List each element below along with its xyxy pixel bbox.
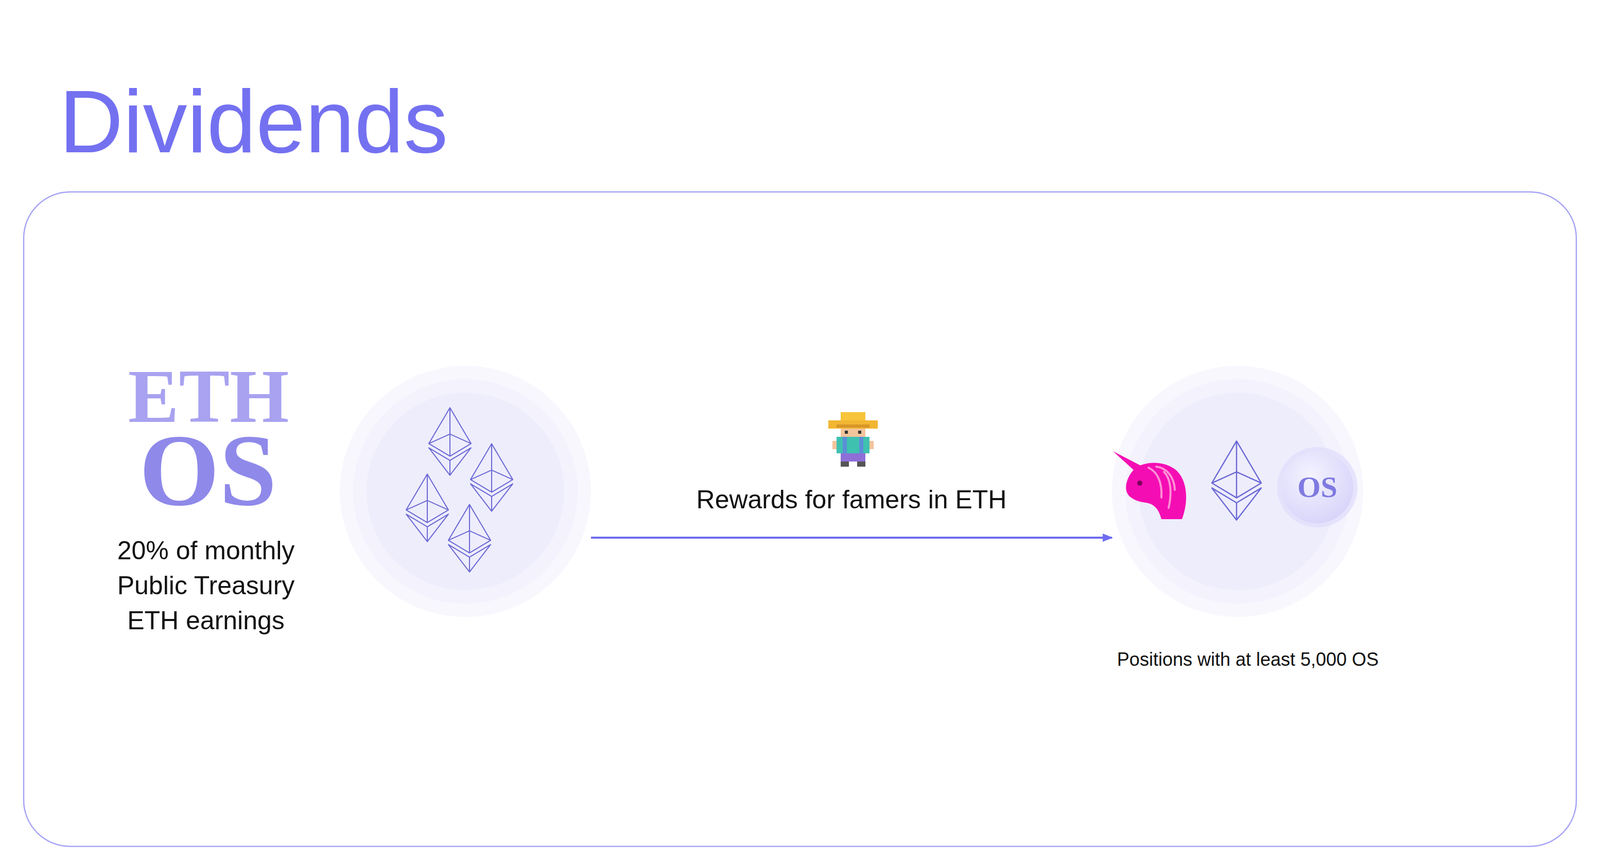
halo-middle <box>1125 379 1350 604</box>
text-holder: Positions with at least 5,000 OS <box>1117 648 1379 672</box>
logo-os: OS <box>139 419 277 523</box>
text-holder: 20% of monthly Public Treasury ETH earni… <box>97 533 315 639</box>
boot <box>857 461 866 467</box>
left-halo <box>339 366 591 618</box>
panel-outline <box>23 192 1577 847</box>
shirt <box>836 437 870 454</box>
treasury-circle: 20% of monthly Public Treasury ETH earni… <box>339 366 591 618</box>
eth-coins <box>406 407 513 572</box>
edge-label-holder: Rewards for famers in ETH <box>693 484 1011 516</box>
eye <box>858 430 862 434</box>
eth-icon <box>470 443 513 512</box>
eth-icon <box>428 407 472 476</box>
halo-inner <box>366 392 565 591</box>
boot <box>840 461 849 467</box>
farmer-icon <box>828 412 878 467</box>
strap <box>842 437 847 454</box>
eye <box>844 430 848 434</box>
hat-band <box>836 424 870 428</box>
eth-icon <box>448 504 491 572</box>
eth-icon <box>1211 441 1262 521</box>
edge-label: Rewards for famers in ETH <box>693 484 1011 516</box>
text-holder: OS <box>1297 471 1337 504</box>
os-coin: OS <box>1281 451 1354 524</box>
hat-crown <box>840 412 866 421</box>
halo-middle <box>353 379 578 604</box>
unicorn-mane <box>1148 466 1175 509</box>
slide-title: Dividends <box>59 77 448 166</box>
right-halo <box>1111 366 1364 618</box>
coin-text: OS <box>1297 471 1337 504</box>
hat-brim <box>828 420 878 429</box>
pants <box>840 453 866 462</box>
eth-icon <box>406 474 449 542</box>
unicorn-head <box>1125 462 1187 520</box>
halo-outer <box>1111 366 1364 618</box>
label-holder: OS <box>139 419 277 523</box>
halo-outer <box>339 366 591 618</box>
node-caption: Positions with at least 5,000 OS <box>1117 648 1379 672</box>
flow-arrow <box>590 536 1112 539</box>
strap <box>859 437 864 454</box>
unicorn-logo <box>1112 451 1187 520</box>
arm <box>869 441 874 450</box>
arm <box>832 441 837 450</box>
face <box>840 428 866 438</box>
unicorn-eye <box>1137 480 1143 486</box>
positions-circle: Positions with at least 5,000 OSOS <box>1111 366 1364 618</box>
node-caption: 20% of monthly Public Treasury ETH earni… <box>97 533 315 639</box>
